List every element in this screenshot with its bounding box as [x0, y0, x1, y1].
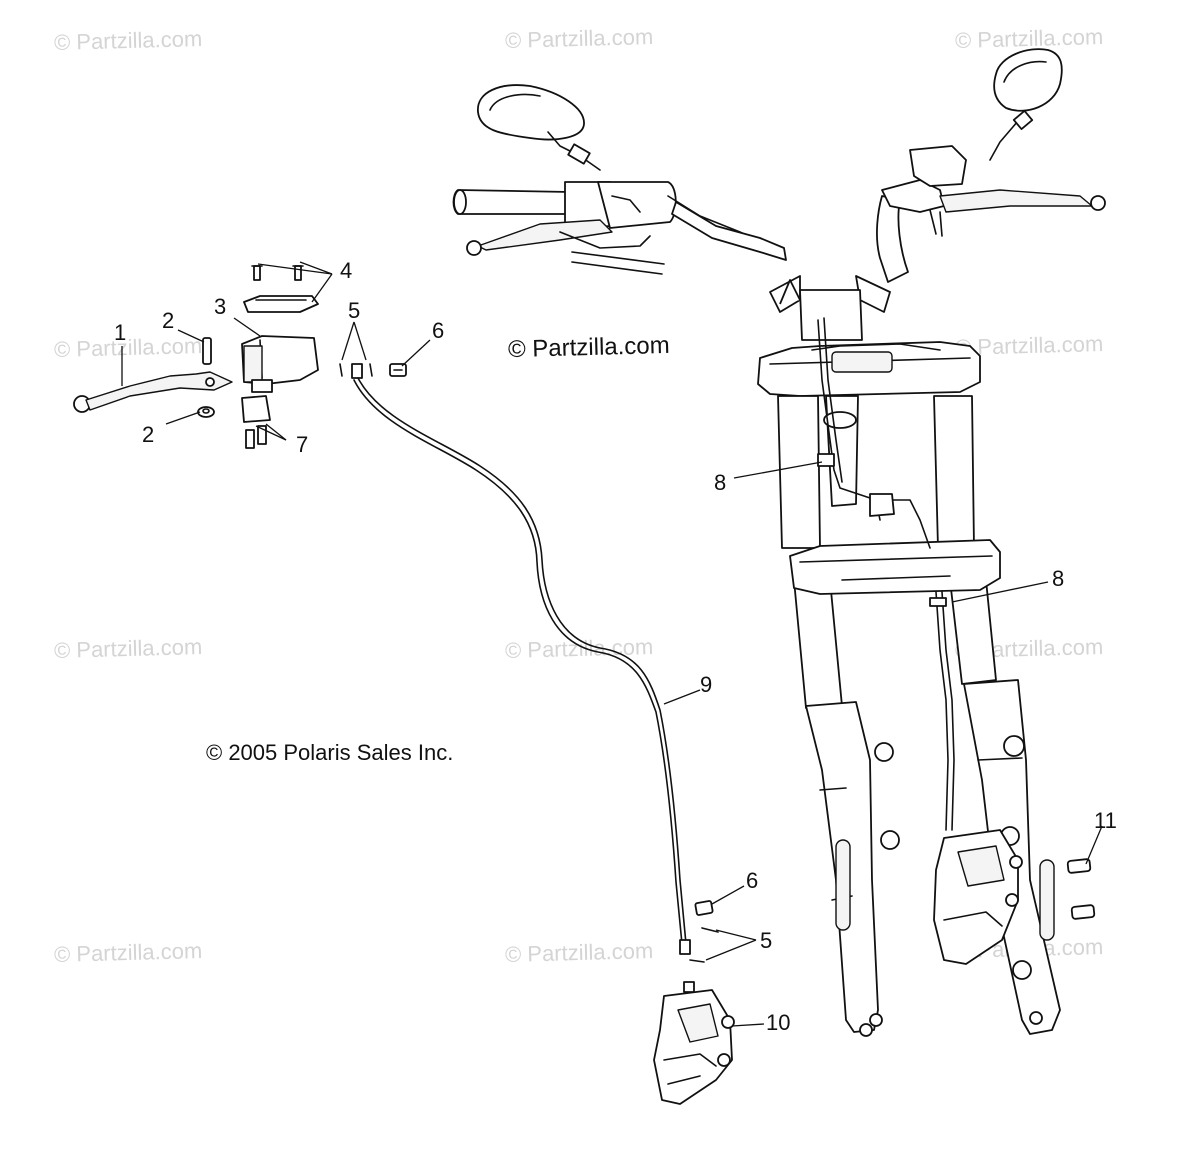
callout-5-lower: 5: [760, 928, 773, 953]
callout-6-lower: 6: [746, 868, 759, 893]
part-10-left-caliper: [653, 981, 735, 1105]
callout-9: 9: [700, 672, 713, 697]
left-fork: [777, 395, 900, 1037]
callout-6-top: 6: [432, 318, 445, 343]
callout-5-top: 5: [348, 298, 361, 323]
lower-triple-clamp: [789, 539, 1001, 595]
steering-stem: [817, 317, 955, 831]
right-mirror: [989, 48, 1063, 161]
upper-triple-clamp: [757, 341, 981, 397]
part-5-washers-lower: [689, 927, 719, 963]
left-mirror: [477, 84, 601, 171]
callout-2-top: 2: [162, 308, 175, 333]
part-1-lever: [73, 371, 233, 413]
callout-3: 3: [214, 294, 227, 319]
callout-2-bottom: 2: [142, 422, 155, 447]
callout-4: 4: [340, 258, 353, 283]
part-9-brake-hose: [353, 377, 691, 955]
part-11-bolts: [1066, 858, 1096, 920]
center-copyright: © Partzilla.com: [507, 331, 671, 364]
callout-7: 7: [296, 432, 309, 457]
part-2-nut: [197, 406, 215, 418]
leader-lines: [121, 261, 1103, 1027]
part-6-banjo-bolt-lower: [694, 900, 714, 916]
part-3-master-cylinder: [241, 335, 319, 393]
steering-head: [769, 275, 891, 341]
part-7-clamp: [241, 395, 271, 449]
part-2-pivot-bolt: [202, 337, 212, 365]
callout-8-lower: 8: [1052, 566, 1065, 591]
callout-10: 10: [766, 1010, 791, 1035]
handlebar: [452, 145, 1106, 283]
part-5-washers-top: [339, 363, 373, 379]
part-11-right-caliper: [933, 829, 1023, 965]
callout-11: 11: [1094, 808, 1117, 833]
part-4-cap-and-screws: [243, 265, 319, 313]
callout-8-upper: 8: [714, 470, 727, 495]
callout-1: 1: [114, 320, 127, 345]
part-6-banjo-bolt-top: [389, 363, 407, 377]
polaris-copyright: © 2005 Polaris Sales Inc.: [206, 740, 454, 765]
